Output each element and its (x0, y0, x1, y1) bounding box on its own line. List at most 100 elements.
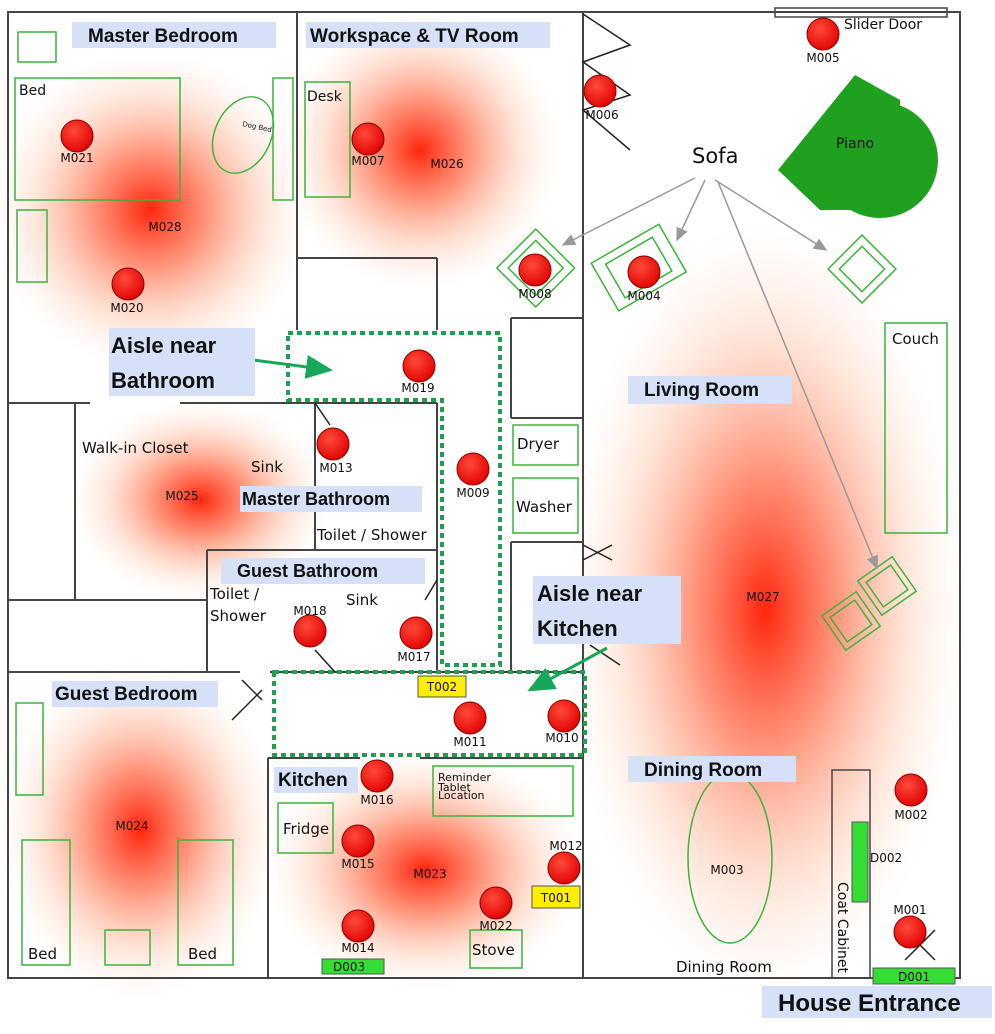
furniture-labels: Bed Dog Bed Desk Slider Door Sofa Piano … (19, 17, 939, 976)
toilet-shower-master-label: Toilet / Shower (316, 526, 428, 544)
svg-text:M017: M017 (397, 650, 430, 664)
door-swings (231, 13, 936, 961)
sensor-m008 (518, 253, 552, 287)
sensor-m004 (627, 255, 661, 289)
master-bed (14, 77, 181, 201)
sensor-m016 (360, 759, 394, 793)
guest-bed-right-label: Bed (188, 945, 217, 963)
d001-box (872, 967, 956, 985)
sensor-m014 (341, 909, 375, 943)
sofa-chair-3 (826, 233, 898, 305)
sensor-m027-label: M027 (746, 590, 779, 604)
svg-text:M004: M004 (627, 289, 660, 303)
sensor-m010 (547, 699, 581, 733)
sofa-chair-1 (495, 228, 576, 308)
svg-text:M015: M015 (341, 857, 374, 871)
sensor-m003-label: M003 (710, 863, 743, 877)
d003-label: D003 (333, 960, 365, 974)
stove-label: Stove (472, 941, 515, 959)
sensor-m005 (806, 17, 840, 51)
heat-living-room (565, 220, 965, 1000)
room-master-bathroom: Master Bathroom (242, 489, 390, 509)
sensor-m011 (453, 701, 487, 735)
washer-label: Washer (516, 498, 573, 516)
sensor-m012 (547, 851, 581, 885)
d002-label: D002 (870, 851, 902, 865)
sensor-m020 (111, 267, 145, 301)
tablet-label: Tablet (437, 781, 471, 794)
desk (304, 81, 351, 198)
motion-sensors: M005 M006 M021 M007 M026 M028 M020 M008 … (60, 17, 928, 955)
room-house-entrance: House Entrance (778, 990, 961, 1017)
svg-text:M016: M016 (360, 793, 393, 807)
room-label-bgs (52, 22, 992, 1018)
sensor-m017 (399, 616, 433, 650)
coat-cabinet (831, 769, 871, 979)
sensor-m026-label: M026 (430, 157, 463, 171)
sink-guest-label: Sink (346, 591, 378, 609)
room-labels: Master Bedroom Workspace & TV Room Aisle… (55, 26, 961, 1017)
couch-label: Couch (892, 330, 939, 348)
room-aisle-kitchen-1: Aisle near (537, 581, 643, 606)
room-aisle-bathroom-1: Aisle near (111, 333, 217, 358)
sofa-arrows (561, 177, 878, 570)
sensor-m009 (456, 452, 490, 486)
t001-box (531, 885, 581, 909)
svg-text:M022: M022 (479, 919, 512, 933)
svg-text:M001: M001 (893, 903, 926, 917)
counter (432, 765, 574, 817)
svg-text:M013: M013 (319, 461, 352, 475)
room-guest-bathroom: Guest Bathroom (237, 561, 378, 581)
heat-workspace (280, 10, 560, 290)
t001-label: T001 (540, 891, 571, 905)
sensor-m023-label: M023 (413, 867, 446, 881)
guest-dresser (15, 702, 44, 796)
wardrobe (272, 77, 294, 201)
sensor-m018 (293, 614, 327, 648)
guest-bed-right (177, 839, 234, 966)
d001-label: D001 (898, 970, 930, 984)
sensor-m025-label: M025 (165, 489, 198, 503)
sensor-m022 (479, 886, 513, 920)
sensor-m002 (894, 773, 928, 807)
sensor-m021 (60, 119, 94, 153)
toilet-guest-label-1: Toilet / (209, 585, 260, 603)
reminder-label: Reminder (438, 771, 491, 784)
piano (778, 75, 938, 218)
sofa-label: Sofa (692, 144, 738, 168)
fridge-label: Fridge (283, 820, 329, 838)
coat-cabinet-label: Coat Cabinet (834, 882, 850, 973)
dog-bed (211, 96, 275, 174)
room-dining-room: Dining Room (644, 760, 762, 781)
d003-box (321, 958, 385, 975)
slider-door-label: Slider Door (844, 17, 922, 33)
svg-text:M021: M021 (60, 151, 93, 165)
dryer (512, 424, 579, 466)
status-sensors: T002 T001 D002 D001 D003 (321, 675, 956, 985)
sensor-m019 (402, 349, 436, 383)
room-aisle-kitchen-2: Kitchen (537, 616, 618, 641)
svg-text:M014: M014 (341, 941, 374, 955)
sensor-m006 (583, 74, 617, 108)
guest-bed-left-label: Bed (28, 945, 57, 963)
svg-text:M009: M009 (456, 486, 489, 500)
t002-label: T002 (426, 680, 457, 694)
sensor-m024-label: M024 (115, 819, 148, 833)
svg-text:M006: M006 (585, 108, 618, 122)
sensor-m015 (341, 824, 375, 858)
room-kitchen: Kitchen (278, 770, 348, 791)
guest-bed-left (21, 839, 71, 966)
slider-door (774, 7, 948, 18)
sensor-m028-label: M028 (148, 220, 181, 234)
nightstand-top (17, 31, 57, 63)
fridge (277, 802, 334, 854)
svg-text:M011: M011 (453, 735, 486, 749)
toilet-guest-label-2: Shower (210, 607, 267, 625)
sensor-m007 (351, 122, 385, 156)
dresser (16, 209, 48, 283)
location-label: Location (438, 789, 485, 802)
walk-in-closet-label: Walk-in Closet (82, 439, 189, 457)
svg-text:M007: M007 (351, 154, 384, 168)
dining-room-small-label: Dining Room (676, 958, 772, 976)
guest-nightstand (104, 929, 151, 966)
